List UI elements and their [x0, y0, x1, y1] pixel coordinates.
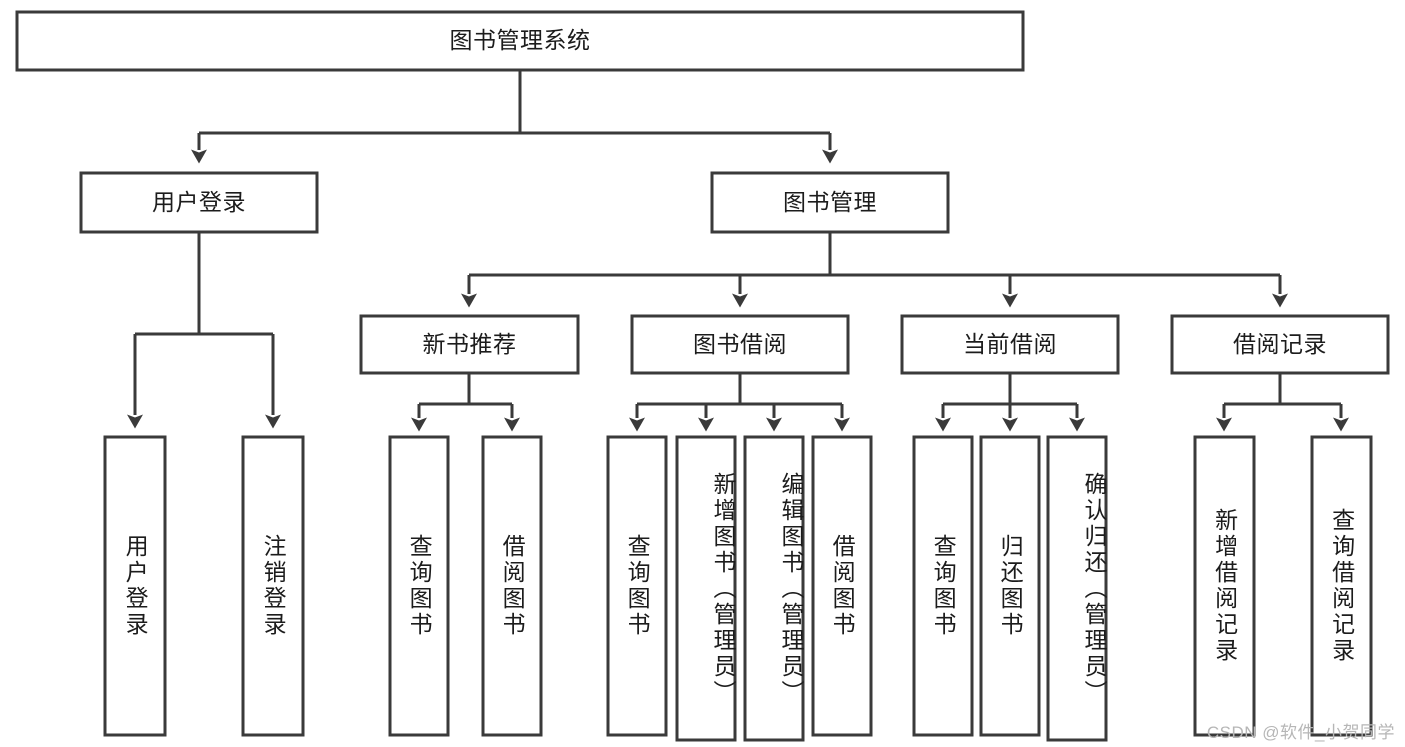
- connector-bookmgmt-to-level3: [461, 232, 1288, 308]
- leaf-box-query-book-3[interactable]: [912, 435, 974, 737]
- node-current-borrow[interactable]: [900, 314, 1120, 375]
- leaf-box-borrow-book-1[interactable]: [481, 435, 543, 737]
- node-user-login[interactable]: [79, 171, 319, 234]
- connector-borrowrecords-to-leaves: [1216, 373, 1349, 432]
- connector-root-to-level2: [191, 70, 838, 164]
- leaf-box-return-book[interactable]: [979, 435, 1041, 737]
- watermark-credit: CSDN @软件_小贺同学: [1206, 723, 1395, 742]
- node-book-management[interactable]: [710, 171, 950, 234]
- connector-userlogin-to-leaves: [127, 232, 281, 429]
- leaf-box-logout[interactable]: [241, 435, 305, 737]
- node-book-borrow[interactable]: [630, 314, 850, 375]
- node-root[interactable]: [15, 10, 1025, 72]
- leaf-box-borrow-book-2[interactable]: [811, 435, 873, 737]
- node-borrow-records[interactable]: [1170, 314, 1390, 375]
- leaf-box-confirm-return-admin[interactable]: [1046, 435, 1108, 742]
- leaf-box-query-borrow-record[interactable]: [1310, 435, 1373, 737]
- leaf-box-edit-book-admin[interactable]: [743, 435, 805, 742]
- node-new-book-recommend[interactable]: [359, 314, 580, 375]
- leaf-box-user-login[interactable]: [103, 435, 167, 737]
- leaf-box-query-book-2[interactable]: [606, 435, 668, 737]
- leaf-box-add-book-admin[interactable]: [675, 435, 737, 742]
- leaf-box-query-book-1[interactable]: [388, 435, 450, 737]
- connector-currentborrow-to-leaves: [935, 373, 1085, 432]
- connector-newbooks-to-leaves: [411, 373, 520, 432]
- connector-bookborrow-to-leaves: [629, 373, 850, 432]
- leaf-box-add-borrow-record[interactable]: [1193, 435, 1256, 737]
